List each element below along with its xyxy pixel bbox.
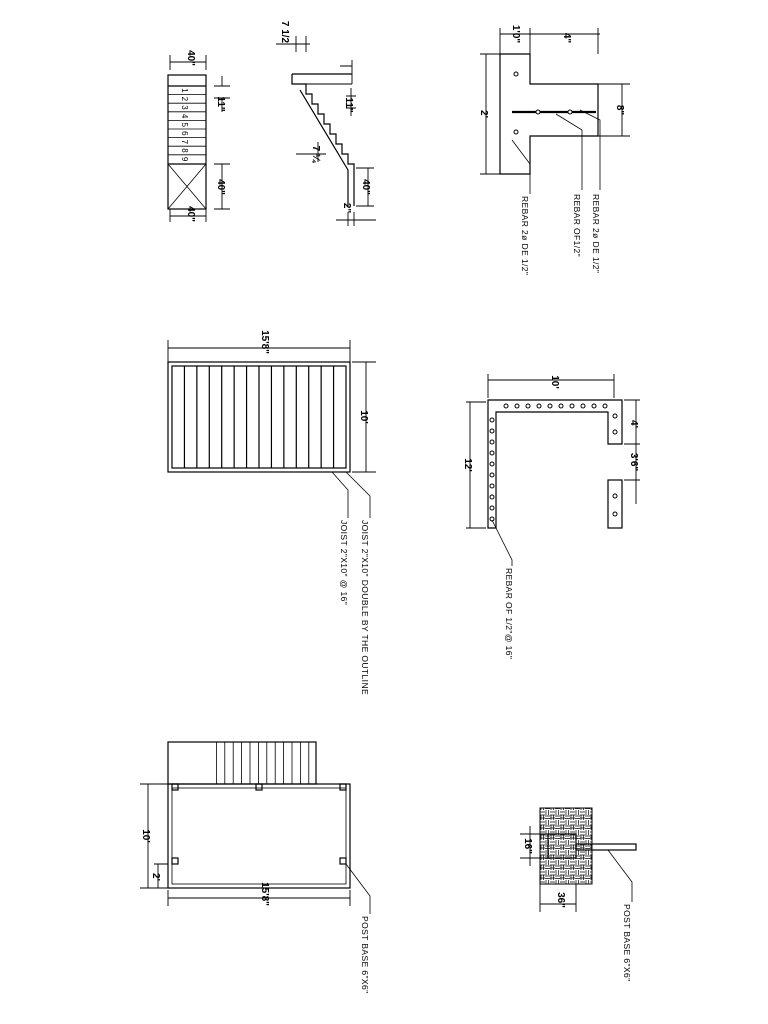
- deck-edge-dim: 2': [150, 873, 161, 881]
- footing-depth-dim: 16": [522, 838, 533, 854]
- stair-slab-dim: 2": [341, 203, 352, 214]
- rebar-dot: [489, 494, 495, 500]
- slab-rebar-plan: 10' 12' 4' 3'6" REBAR OF 1/2"@ 16": [462, 374, 640, 659]
- step-number: 4: [180, 114, 189, 119]
- stair-landing-dim: 40": [215, 179, 226, 195]
- beam-height-dim: 2': [478, 110, 489, 118]
- deck-length-dim: 15'8": [259, 882, 270, 906]
- stair-section-landing-dim: 40": [360, 179, 371, 195]
- framing-width-dim: 10': [358, 410, 369, 424]
- rebar-dot: [612, 493, 618, 499]
- rebar-dot: [489, 505, 495, 511]
- deck-plan: 10' 2' 15'8" POST BASE 6"X6": [140, 741, 371, 994]
- slab-length-dim: 10': [549, 375, 560, 389]
- stair-width-dim: 40": [185, 50, 196, 66]
- beam-note-1: REBAR 2ø DE 1/2": [520, 196, 530, 275]
- stair-section: 7 1/2 11" 7 ¼ 40" 2": [276, 21, 376, 226]
- rebar-dot: [525, 403, 531, 409]
- rebar-dot: [612, 429, 618, 435]
- beam-note-2: REBAR OF1/2": [572, 194, 582, 257]
- rebar-dot: [489, 417, 495, 423]
- stair-rise-dim: 11": [215, 96, 226, 112]
- stair-bottom-dim: 40": [185, 206, 196, 222]
- deck-width-dim: 10': [140, 829, 151, 843]
- rebar-dot: [514, 403, 520, 409]
- beam-section: 1'0" 4" 2' 8" REBAR 2ø DE 1/2" REBAR OF1…: [478, 25, 630, 275]
- framing-joists: [183, 366, 335, 468]
- rebar-dot: [489, 516, 495, 522]
- beam-flange-dim: 4": [561, 33, 572, 44]
- rebar-dot: [489, 461, 495, 467]
- rebar-dot: [547, 403, 553, 409]
- beam-note-3: REBAR 2ø DE 1/2": [591, 194, 601, 273]
- step-number: 8: [180, 148, 189, 153]
- slab-top-gap-dim: 4': [628, 420, 639, 428]
- step-number: 7: [180, 140, 189, 145]
- deck-stair-treads: [215, 742, 310, 784]
- rebar-dot: [612, 413, 618, 419]
- rebar-dot: [558, 403, 564, 409]
- rebar-dot: [489, 483, 495, 489]
- slab-side-dim: 12': [462, 458, 473, 472]
- step-number: 5: [180, 122, 189, 127]
- footing-width-dim: 36": [555, 892, 566, 908]
- rebar-dot: [489, 450, 495, 456]
- rebar-dot: [503, 403, 509, 409]
- rebar-dot: [489, 472, 495, 478]
- framing-length-dim: 15'8": [259, 330, 270, 354]
- rebar-dot: [612, 511, 618, 517]
- stair-riser-dim: 7 ¼: [310, 146, 321, 163]
- rebar-dot: [602, 403, 608, 409]
- framing-note-2: JOIST 2"X10" @ 16": [339, 520, 349, 605]
- floor-framing: 15'8" 10' JOIST 2"X10" DOUBLE BY THE OUT…: [167, 330, 376, 695]
- rebar-dot: [580, 403, 586, 409]
- slab-note: REBAR OF 1/2"@ 16": [504, 568, 514, 659]
- step-number: 2: [180, 97, 189, 102]
- footing-note: POST BASE 6"X6": [622, 904, 632, 982]
- rebar-dot: [591, 403, 597, 409]
- stair-step-numbers: 1 2 3 4 5 6 7 8 9: [180, 88, 189, 162]
- step-number: 3: [180, 105, 189, 110]
- deck-note: POST BASE 6"X6": [360, 916, 370, 994]
- rebar-dot: [536, 403, 542, 409]
- footing-detail: 16" 36" POST BASE 6"X6": [520, 807, 637, 982]
- stair-tread-dim: 11": [343, 97, 354, 113]
- step-number: 6: [180, 131, 189, 136]
- beam-web-dim: 8": [614, 105, 625, 116]
- rebar-dot: [569, 403, 575, 409]
- slab-rebars: [489, 403, 618, 522]
- step-number: 9: [180, 157, 189, 162]
- beam-width-dim: 1'0": [510, 25, 521, 44]
- framing-note-1: JOIST 2"X10" DOUBLE BY THE OUTLINE: [360, 520, 370, 695]
- slab-gap-dim: 3'6": [628, 453, 639, 472]
- stair-top-dim: 7 1/2: [279, 21, 290, 44]
- rebar-dot: [489, 428, 495, 434]
- stair-treads: [168, 94, 206, 156]
- stair-plan: 40" 1 2 3 4 5 6 7 8 9 11" 40" 40": [167, 50, 230, 222]
- step-number: 1: [180, 88, 189, 93]
- rebar-dot: [489, 439, 495, 445]
